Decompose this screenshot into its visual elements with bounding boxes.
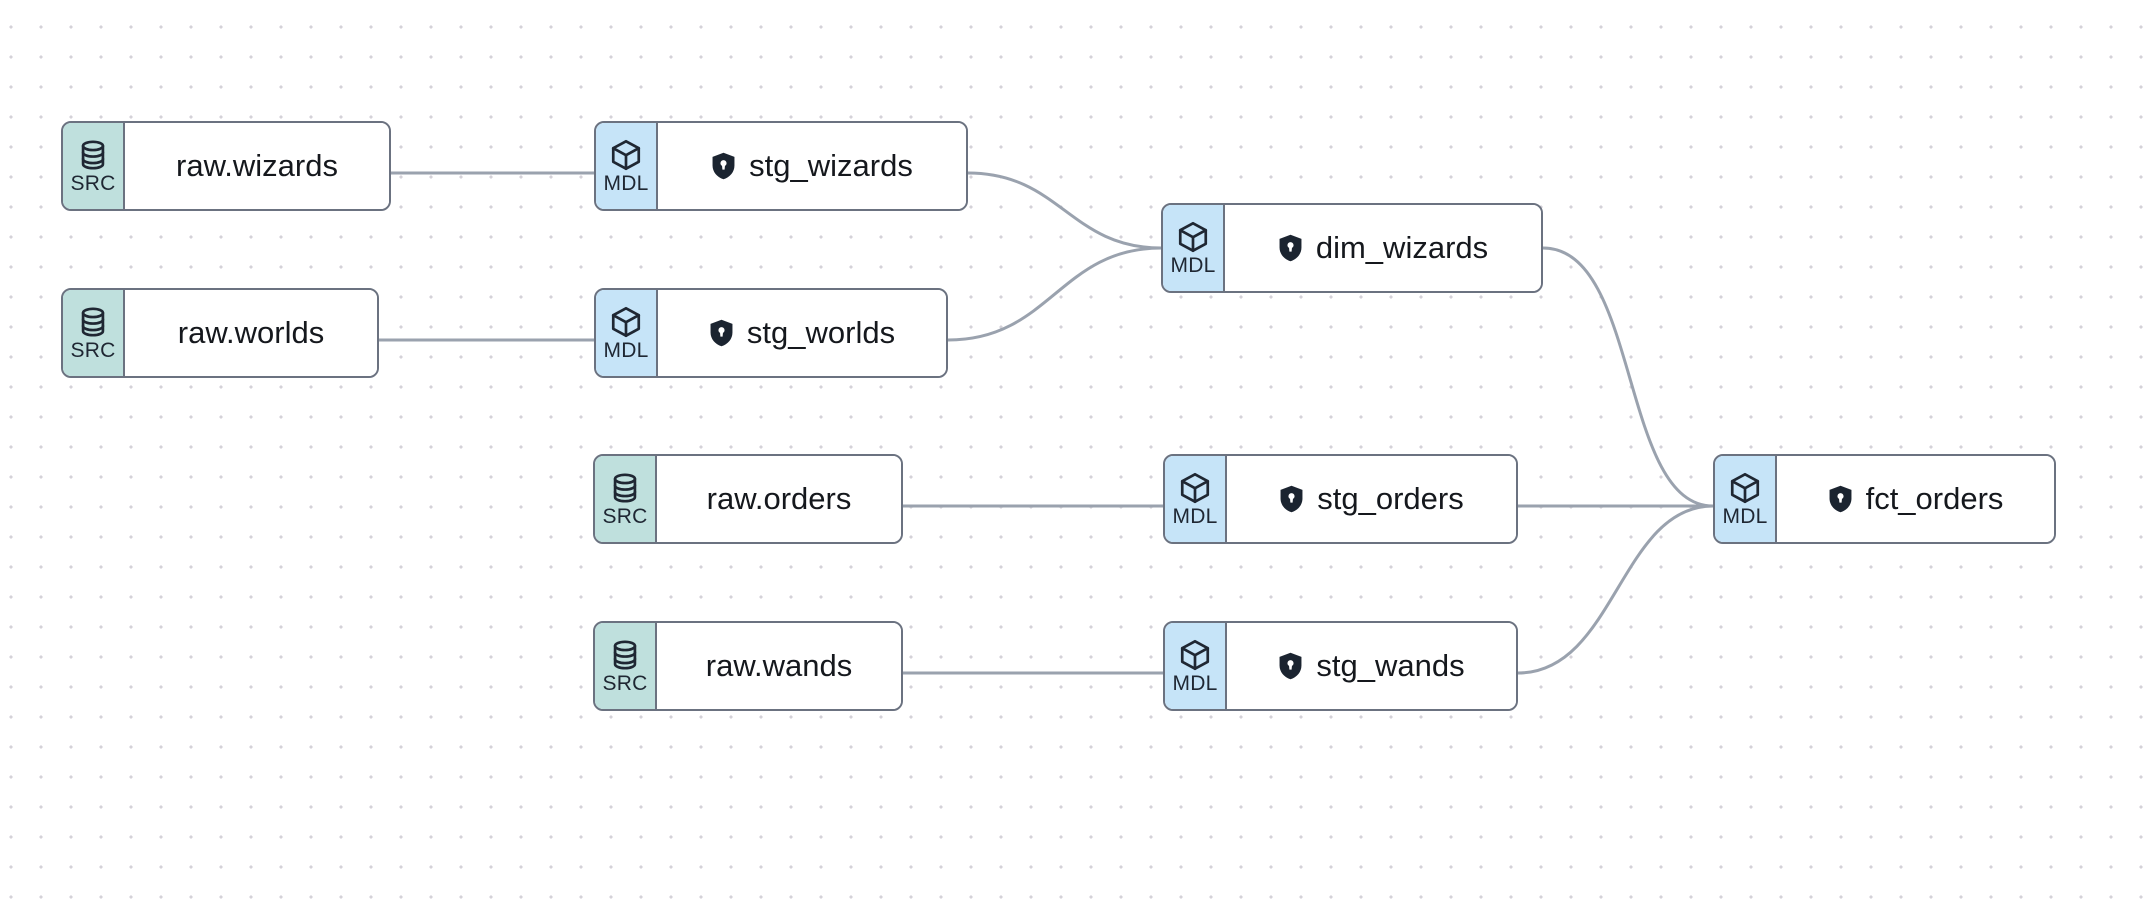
node-type-badge: MDL xyxy=(1715,456,1777,542)
database-icon xyxy=(76,305,110,339)
lineage-node-stg_worlds[interactable]: MDL stg_worlds xyxy=(594,288,948,378)
database-icon xyxy=(608,638,642,672)
node-body: stg_orders xyxy=(1227,456,1516,542)
node-body: fct_orders xyxy=(1777,456,2054,542)
database-icon xyxy=(608,471,642,505)
node-type-label: MDL xyxy=(603,172,649,195)
node-label: dim_wizards xyxy=(1315,230,1489,265)
node-type-label: MDL xyxy=(603,339,649,362)
shield-lock-icon xyxy=(711,152,736,180)
lineage-node-fct_orders[interactable]: MDL fct_orders xyxy=(1713,454,2056,544)
node-label: stg_orders xyxy=(1317,481,1464,516)
node-body: stg_worlds xyxy=(658,290,946,376)
node-type-label: SRC xyxy=(70,339,116,362)
lineage-edge: e6 xyxy=(946,246,1163,342)
lineage-node-stg_orders[interactable]: MDL stg_orders xyxy=(1163,454,1518,544)
node-label: raw.wizards xyxy=(176,148,338,183)
shield-lock-icon xyxy=(1278,234,1303,262)
cube-icon xyxy=(609,138,643,172)
node-label: raw.orders xyxy=(706,481,852,516)
node-label: raw.worlds xyxy=(177,315,325,350)
cube-icon xyxy=(1176,220,1210,254)
node-type-badge: SRC xyxy=(63,123,125,209)
node-type-label: MDL xyxy=(1170,254,1216,277)
node-type-label: MDL xyxy=(1172,672,1218,695)
node-label: stg_wands xyxy=(1316,648,1465,683)
node-body: raw.orders xyxy=(657,456,901,542)
cube-icon xyxy=(609,305,643,339)
node-type-badge: SRC xyxy=(595,623,657,709)
node-label: stg_wizards xyxy=(749,148,913,183)
lineage-edge: e7 xyxy=(1541,246,1715,508)
shield-lock-icon xyxy=(709,319,734,347)
shield-lock-icon xyxy=(1278,652,1303,680)
node-body: raw.worlds xyxy=(125,290,377,376)
cube-icon xyxy=(1728,471,1762,505)
lineage-node-stg_wizards[interactable]: MDL stg_wizards xyxy=(594,121,968,211)
node-type-badge: MDL xyxy=(596,123,658,209)
node-type-label: MDL xyxy=(1172,505,1218,528)
lineage-node-stg_wands[interactable]: MDL stg_wands xyxy=(1163,621,1518,711)
node-type-badge: SRC xyxy=(63,290,125,376)
cube-icon xyxy=(1178,638,1212,672)
node-body: raw.wands xyxy=(657,623,901,709)
cube-icon xyxy=(1178,471,1212,505)
shield-lock-icon xyxy=(1279,485,1304,513)
node-type-label: MDL xyxy=(1722,505,1768,528)
node-label: stg_worlds xyxy=(746,315,896,350)
node-body: dim_wizards xyxy=(1225,205,1541,291)
lineage-edge: e9 xyxy=(1516,504,1715,675)
lineage-edge: e5 xyxy=(966,171,1163,250)
node-type-badge: MDL xyxy=(596,290,658,376)
node-type-badge: MDL xyxy=(1165,456,1227,542)
node-type-label: SRC xyxy=(70,172,116,195)
node-type-label: SRC xyxy=(602,672,648,695)
node-body: raw.wizards xyxy=(125,123,389,209)
node-label: fct_orders xyxy=(1865,481,2004,516)
lineage-node-raw_wands[interactable]: SRC raw.wands xyxy=(593,621,903,711)
node-type-badge: MDL xyxy=(1165,623,1227,709)
node-body: stg_wands xyxy=(1227,623,1516,709)
node-type-label: SRC xyxy=(602,505,648,528)
lineage-node-dim_wizards[interactable]: MDL dim_wizards xyxy=(1161,203,1543,293)
node-type-badge: SRC xyxy=(595,456,657,542)
node-type-badge: MDL xyxy=(1163,205,1225,291)
shield-lock-icon xyxy=(1828,485,1853,513)
node-label: raw.wands xyxy=(705,648,853,683)
database-icon xyxy=(76,138,110,172)
lineage-node-raw_wizards[interactable]: SRC raw.wizards xyxy=(61,121,391,211)
lineage-node-raw_orders[interactable]: SRC raw.orders xyxy=(593,454,903,544)
lineage-node-raw_worlds[interactable]: SRC raw.worlds xyxy=(61,288,379,378)
node-body: stg_wizards xyxy=(658,123,966,209)
